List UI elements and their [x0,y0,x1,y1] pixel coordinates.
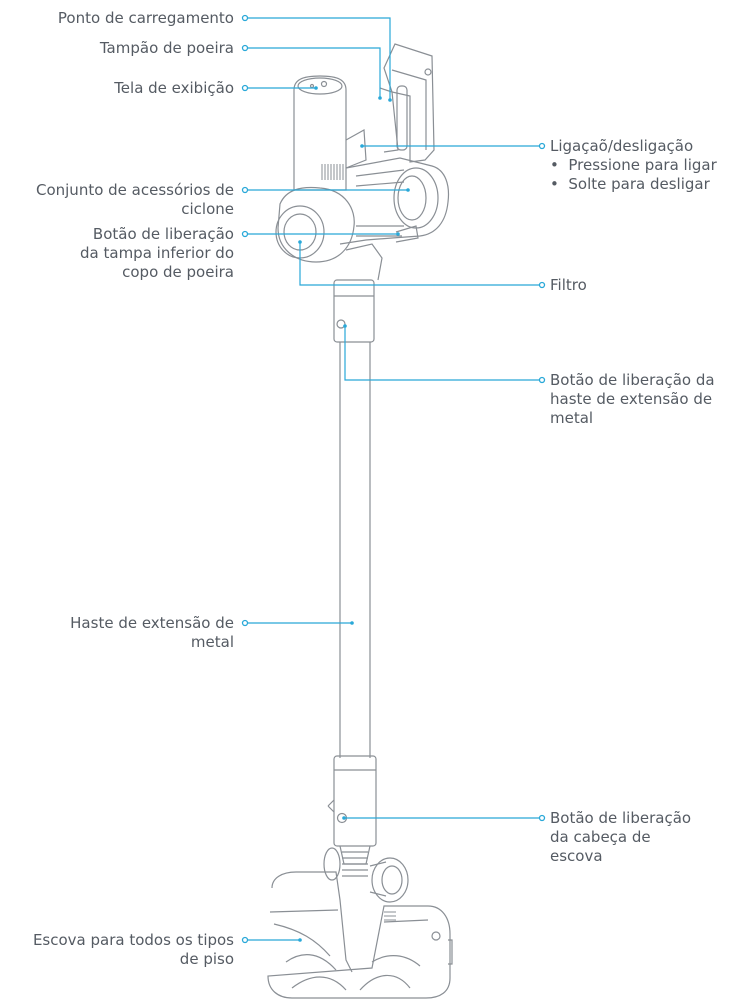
neck-joint [323,845,409,903]
floor-brush [267,871,453,999]
label-dust-cup-release: Botão de liberação da tampa inferior do … [80,225,234,281]
bullet-icon: • [550,175,569,193]
label-power: Ligaçaõ/desligação • Pressione para liga… [550,137,717,193]
label-tube-release: Botão de liberação da haste de extensão … [550,371,715,427]
leader-dots [298,86,410,942]
bullet-icon: • [550,156,569,174]
label-display: Tela de exibição [114,79,234,97]
label-metal-tube: Haste de extensão de metal [70,614,234,651]
cyclone-assembly [275,157,450,281]
label-brush-release: Botão de liberação da cabeça de escova [550,809,692,865]
leader-lines [248,17,539,941]
motor-body [293,75,367,191]
label-floor-brush: Escova para todos os tipos de piso [32,931,234,968]
label-charging-point: Ponto de carregamento [57,9,234,27]
label-cyclone: Conjunto de acessórios de ciclone [35,181,234,218]
lower-coupler [327,755,377,847]
handle-frame [379,43,435,163]
leader-endpoints [241,14,546,944]
metal-tube [339,342,371,758]
power-bullet-on: • Pressione para ligar [550,156,717,174]
upper-coupler [333,279,375,343]
label-dust-cap: Tampão de poeira [99,39,234,57]
power-bullet-off: • Solte para desligar [550,175,710,193]
label-filter: Filtro [550,276,587,294]
